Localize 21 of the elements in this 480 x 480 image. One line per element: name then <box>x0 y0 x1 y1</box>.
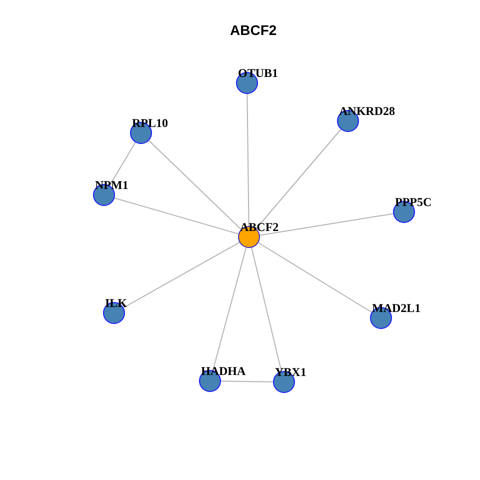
node-label: NPM1 <box>95 179 128 192</box>
node-label: YBX1 <box>275 366 306 379</box>
edge-line <box>148 140 242 230</box>
edge-line <box>109 142 136 186</box>
node-label: ANKRD28 <box>339 105 395 118</box>
node-label: RPL10 <box>132 117 168 130</box>
node-label: HADHA <box>201 365 246 378</box>
edge-line <box>246 94 250 226</box>
node-label: MAD2L1 <box>372 302 421 315</box>
edge-line <box>256 128 342 230</box>
edge-line <box>220 380 274 382</box>
chart-title: ABCF2 <box>230 21 277 39</box>
edge-line <box>259 213 394 236</box>
edge-line <box>251 247 282 372</box>
edge-line <box>114 198 239 234</box>
edge-line <box>258 242 372 313</box>
node-label: ABCF2 <box>240 221 279 234</box>
edge-line <box>123 242 240 308</box>
node-label: PPP5C <box>395 196 432 209</box>
edge-line <box>212 247 247 371</box>
node-label: OTUB1 <box>238 67 278 80</box>
